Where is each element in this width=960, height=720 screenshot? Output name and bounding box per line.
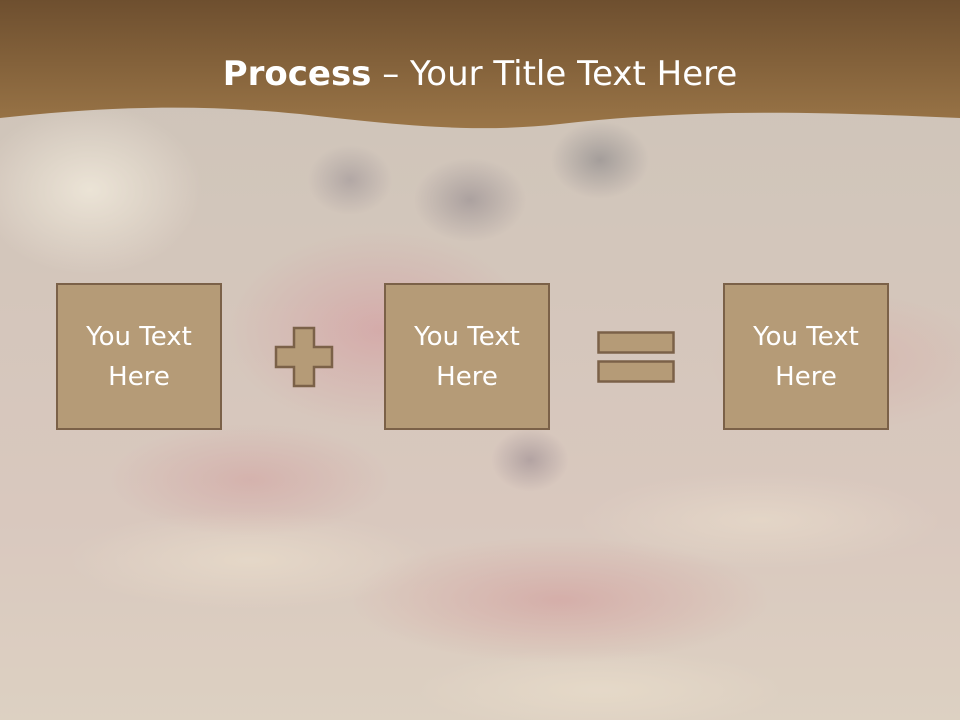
title-rest: – Your Title Text Here (371, 54, 738, 94)
process-box-1[interactable]: You Text Here (56, 283, 222, 430)
slide-title[interactable]: Process – Your Title Text Here (0, 52, 960, 96)
process-box-3-text: You Text Here (753, 321, 859, 392)
process-box-2-text: You Text Here (414, 321, 520, 392)
process-box-1-text: You Text Here (86, 321, 192, 392)
process-box-3[interactable]: You Text Here (723, 283, 889, 430)
equals-icon (597, 331, 675, 383)
title-banner (0, 0, 960, 140)
plus-icon (274, 326, 334, 388)
process-box-2[interactable]: You Text Here (384, 283, 550, 430)
title-bold: Process (222, 54, 372, 94)
